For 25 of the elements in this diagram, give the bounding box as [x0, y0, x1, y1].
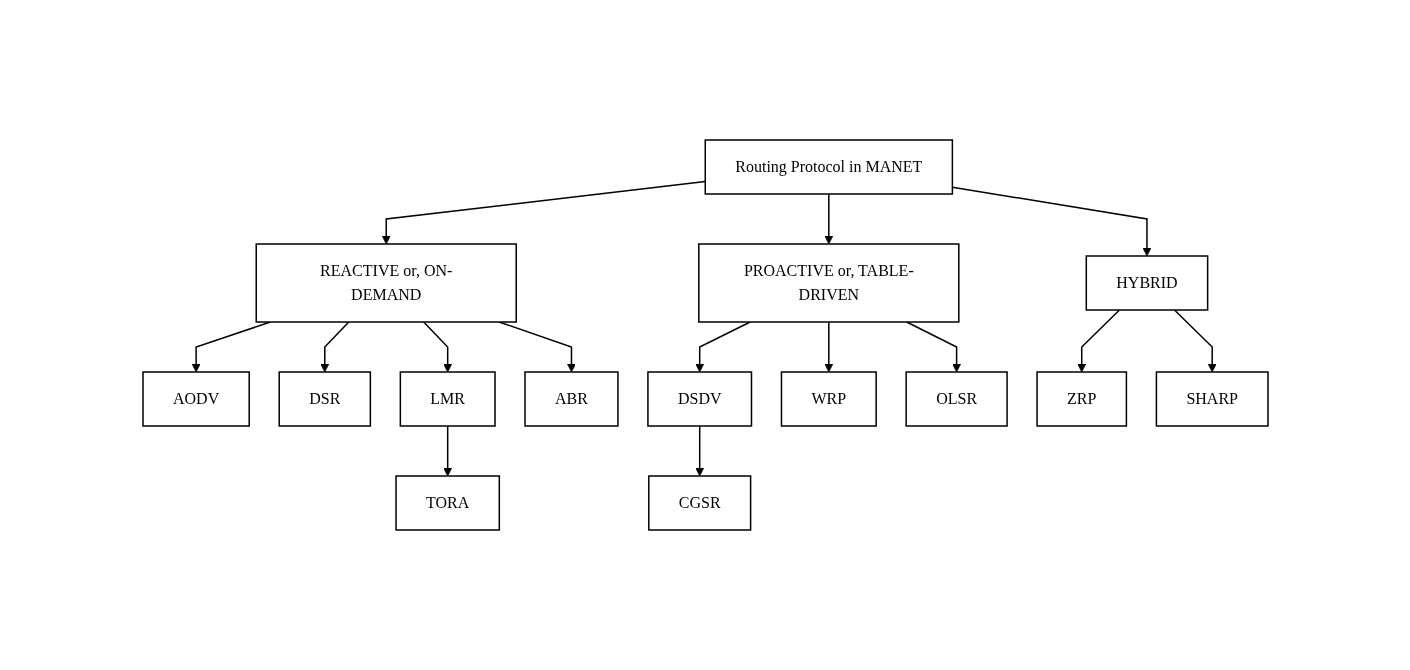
arrow	[319, 321, 350, 373]
arrow	[1076, 309, 1120, 373]
arrow	[823, 321, 833, 373]
node-box: ZRP	[1035, 371, 1127, 427]
node-box: WRP	[780, 371, 877, 427]
arrow	[1173, 309, 1217, 373]
node-box: DSDV	[646, 371, 752, 427]
node-box: LMR	[399, 371, 496, 427]
arrow	[442, 425, 452, 477]
node-box: Routing Protocol in MANET	[704, 139, 953, 195]
node-box: AODV	[141, 371, 250, 427]
arrow	[823, 193, 833, 245]
node-box: CGSR	[647, 475, 751, 531]
node-box: SHARP	[1155, 371, 1269, 427]
node-box: PROACTIVE or, TABLE-DRIVEN	[697, 243, 960, 323]
node-box: DSR	[277, 371, 371, 427]
node-box: HYBRID	[1085, 255, 1208, 311]
node-box: OLSR	[904, 371, 1008, 427]
node-box: REACTIVE or, ON-DEMAND	[255, 243, 517, 323]
node-box: TORA	[394, 475, 500, 531]
node-box: ABR	[523, 371, 619, 427]
arrow	[694, 321, 751, 373]
arrow	[951, 186, 1151, 257]
arrow	[422, 321, 452, 373]
arrow	[694, 425, 704, 477]
